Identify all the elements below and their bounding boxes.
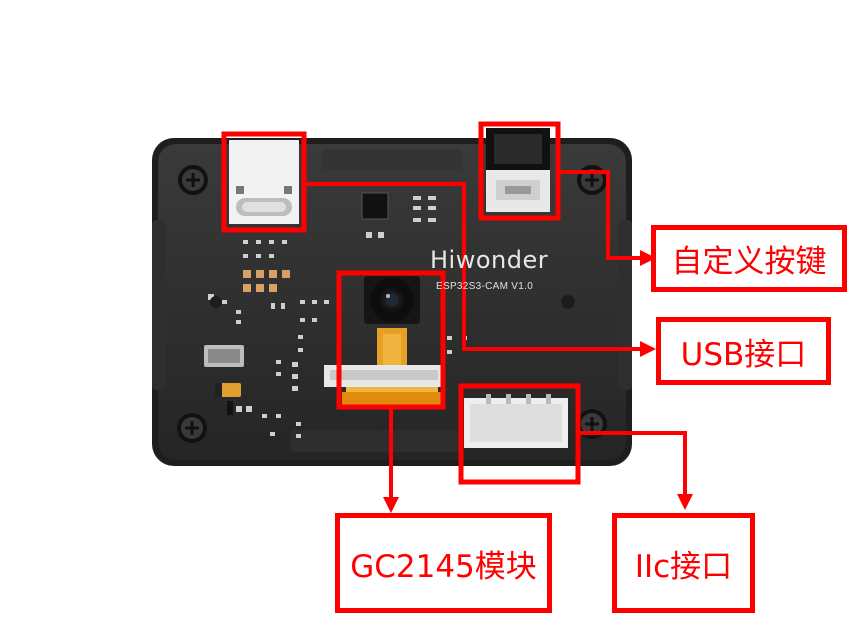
arrow-usb — [640, 341, 656, 357]
chip — [362, 193, 388, 219]
board-model: ESP32S3-CAM V1.0 — [436, 281, 533, 292]
push-button — [486, 128, 550, 212]
screw-bottom-left — [177, 413, 207, 443]
usb-c-connector — [229, 140, 299, 224]
iic-connector — [464, 394, 568, 448]
label-usb-port: USB接口 — [656, 317, 831, 385]
screw-top-right — [577, 165, 607, 195]
mic-hole — [561, 295, 575, 309]
arrow-camera — [383, 497, 399, 513]
label-iic-port: IIc接口 — [612, 513, 755, 613]
label-camera-module: GC2145模块 — [335, 513, 552, 613]
board-brand: Hiwonder — [430, 246, 548, 274]
arrow-iic — [677, 494, 693, 510]
screw-top-left — [178, 165, 208, 195]
label-custom-button: 自定义按键 — [651, 225, 847, 292]
